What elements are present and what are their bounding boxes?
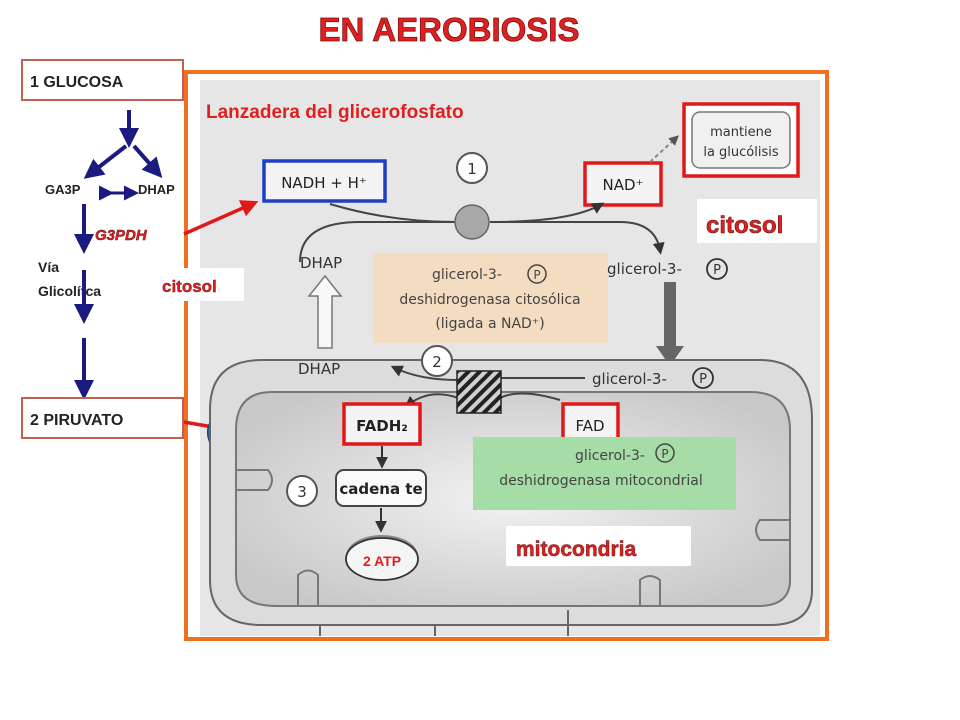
- step-2-label: 2: [432, 353, 442, 371]
- dhap-bottom-label: DHAP: [298, 360, 340, 378]
- mito-enzyme-label-2: deshidrogenasa mitocondrial: [499, 473, 702, 489]
- crista-2: [297, 569, 319, 606]
- nad-box: [583, 161, 663, 207]
- step-2-circle: [421, 345, 453, 377]
- cyto-enzyme-phosphate-label: P: [533, 268, 540, 282]
- crista-4: [639, 575, 661, 606]
- atp-label: 2 ATP: [363, 553, 401, 569]
- ga3p-label: GA3P: [45, 182, 81, 197]
- g3p-top-phosphate-label: P: [713, 263, 721, 278]
- maintain-label-2: la glucólisis: [703, 145, 779, 160]
- step-3-label: 3: [297, 483, 307, 501]
- mito-enzyme-label-1: glicerol-3-: [575, 448, 645, 464]
- cyto-enzyme-node: [454, 204, 490, 240]
- maintain-label-1: mantiene: [710, 125, 772, 140]
- cyto-enzyme-label-3: (ligada a NAD⁺): [435, 316, 544, 332]
- arc-to-g3p-top: [490, 221, 665, 255]
- dhap-top-label: DHAP: [300, 254, 342, 272]
- mito-enzyme-phosphate-label: P: [661, 447, 668, 461]
- glucose-box: [21, 59, 184, 101]
- pyruvate-label: 2 PIRUVATO: [30, 412, 123, 429]
- mito-tag: [506, 526, 691, 566]
- mito-enzyme-complex: [456, 370, 502, 414]
- page-title: EN AEROBIOSIS: [319, 11, 580, 48]
- citosol-label-left: citosol: [162, 277, 217, 296]
- step-1-circle: [456, 152, 488, 184]
- pyruvate-box: [21, 397, 184, 439]
- g3p-top-phosphate: [706, 258, 728, 280]
- nadh-box: [262, 159, 387, 203]
- maintain-inner: [691, 111, 791, 169]
- glucose-label: 1 GLUCOSA: [30, 74, 124, 91]
- crista-3: [755, 519, 790, 541]
- chain-label: cadena te: [339, 480, 422, 498]
- arc-dhap-top: [299, 221, 455, 263]
- cyto-enzyme-box: [373, 253, 608, 343]
- g3p-bottom-phosphate: [692, 367, 714, 389]
- arrow-to-ga3p: [83, 144, 128, 179]
- arc-up-nad: [489, 202, 605, 223]
- fadh2-box: [342, 402, 422, 446]
- atp-circle: [345, 537, 419, 581]
- arc-fadh2-from-fad: [499, 392, 561, 401]
- diagram-subtitle: Lanzadera del glicerofosfato: [206, 102, 464, 123]
- big-down-arrow-shaft: [664, 282, 676, 348]
- cyto-enzyme-phosphate: [527, 264, 547, 284]
- dhap-label-left: DHAP: [138, 182, 175, 197]
- big-down-arrow-head: [656, 346, 684, 366]
- g3p-top-label: glicerol-3-: [607, 260, 682, 278]
- crista-1: [236, 469, 273, 491]
- hollow-arrow-dhap: [307, 274, 343, 349]
- mito-enzyme-phosphate: [655, 443, 675, 463]
- arc-enzyme-to-dhap: [390, 365, 459, 381]
- nad-label: NAD⁺: [603, 176, 644, 194]
- citosol-label-right: citosol: [706, 212, 783, 239]
- cyto-enzyme-label-2: deshidrogenasa citosólica: [399, 292, 580, 308]
- pathway-label-1: Vía: [38, 259, 59, 275]
- pathway-label-2: Glicolítca: [38, 283, 101, 299]
- cyto-enzyme-label-1: glicerol-3-: [432, 267, 502, 283]
- arrow-to-dhap: [132, 144, 163, 178]
- step-3-circle: [286, 475, 318, 507]
- connector-nadh: [183, 200, 259, 236]
- g3p-bottom-label: glicerol-3-: [592, 370, 667, 388]
- step-1-label: 1: [467, 160, 477, 178]
- citosol-tag-left: [158, 268, 244, 301]
- g3p-bottom-phosphate-label: P: [699, 372, 707, 387]
- dashed-arrow-glycolysis: [649, 135, 679, 163]
- mito-enzyme-box: [473, 437, 736, 510]
- fadh2-label: FADH₂: [356, 417, 408, 435]
- g3pdh-label: G3PDH: [95, 227, 148, 244]
- mito-label: mitocondria: [516, 538, 636, 561]
- arc-nadh-to-nad: [329, 203, 456, 223]
- nadh-label: NADH + H⁺: [281, 174, 367, 192]
- fad-label: FAD: [575, 417, 604, 435]
- chain-box: [335, 469, 427, 507]
- citosol-tag-right: [697, 199, 817, 243]
